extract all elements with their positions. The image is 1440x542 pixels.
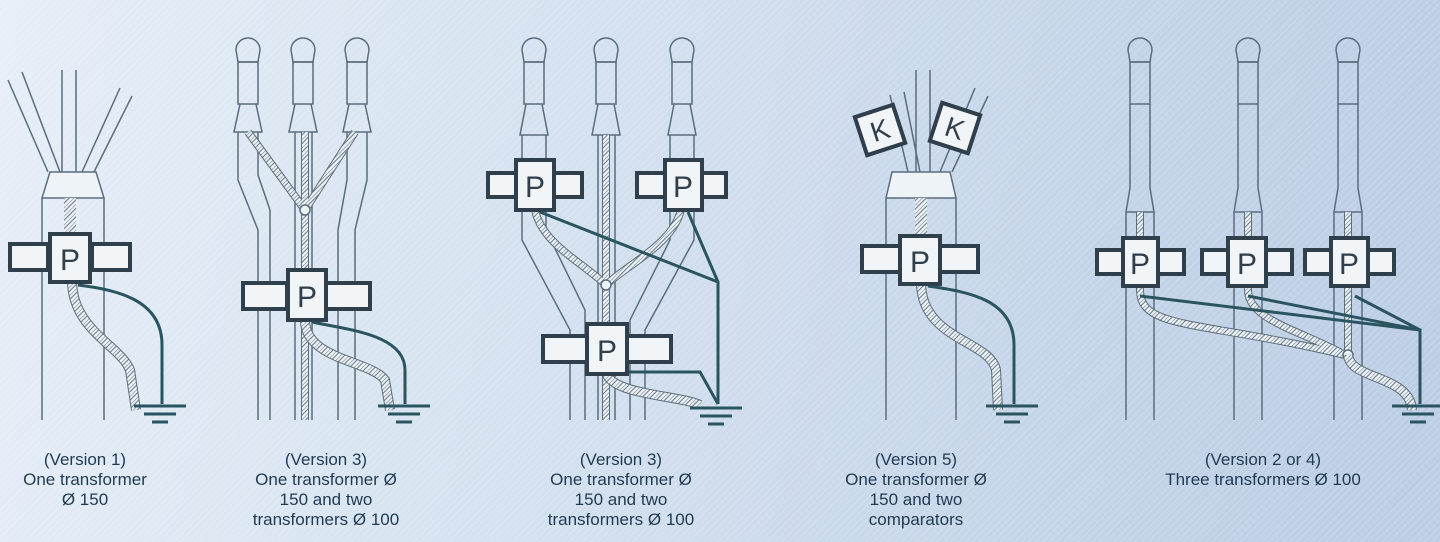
caption-line: transformers Ø 100 xyxy=(252,510,400,529)
caption-line: (Version 3) xyxy=(579,450,663,469)
transformer-label: P xyxy=(1339,248,1359,281)
earth-wire xyxy=(311,320,407,404)
caption-line: transformers Ø 100 xyxy=(547,510,695,529)
earth-wires xyxy=(1139,294,1422,404)
transformer-p xyxy=(241,268,372,322)
caption-line: comparators xyxy=(868,510,964,529)
trifurcation-glove xyxy=(40,171,106,199)
transformer-p-middle xyxy=(1200,236,1294,288)
core-right xyxy=(81,87,133,173)
shield-braid xyxy=(64,198,76,240)
ground-symbol xyxy=(690,406,742,426)
caption-variant-4: (Version 5) One transformer Ø 150 and tw… xyxy=(811,450,1021,530)
cable-body xyxy=(885,198,957,420)
shield-braid xyxy=(915,198,927,240)
caption-line: 150 and two xyxy=(574,490,668,509)
caption-line: 150 and two xyxy=(869,490,963,509)
core-mid xyxy=(61,70,77,172)
transformer-label: P xyxy=(60,244,80,277)
caption-variant-3: (Version 3) One transformer Ø 150 and tw… xyxy=(516,450,726,530)
caption-variant-2: (Version 3) One transformer Ø 150 and tw… xyxy=(221,450,431,530)
transformer-label: P xyxy=(910,246,930,279)
caption-line: One transformer Ø xyxy=(550,470,692,489)
terminal-lugs xyxy=(519,37,697,136)
caption-line: 150 and two xyxy=(279,490,373,509)
transformer-p-right xyxy=(635,158,728,212)
transformer-label: P xyxy=(297,281,317,314)
transformer-p-right xyxy=(1303,236,1396,288)
cable-body xyxy=(41,198,105,420)
variant-4-drawing xyxy=(852,70,1038,424)
terminal-lugs xyxy=(1125,37,1363,213)
transformer-p-left xyxy=(1095,236,1186,288)
ground-symbol xyxy=(134,404,186,424)
caption-line: One transformer Ø xyxy=(255,470,397,489)
caption-line: (Version 3) xyxy=(284,450,368,469)
variant-3-drawing xyxy=(486,37,742,426)
caption-line: (Version 5) xyxy=(874,450,958,469)
ground-symbol xyxy=(986,404,1038,424)
caption-line: One transformer Ø xyxy=(845,470,987,489)
ground-symbol xyxy=(1392,404,1440,424)
trifurcation-glove xyxy=(885,171,957,199)
transformer-label: P xyxy=(673,171,693,204)
variant-5-drawing xyxy=(1095,37,1440,424)
transformer-label: P xyxy=(1130,248,1150,281)
caption-line: (Version 1) xyxy=(43,450,127,469)
transformer-label: P xyxy=(1237,248,1257,281)
transformer-p xyxy=(8,232,132,284)
transformer-p xyxy=(860,234,980,286)
caption-variant-5: (Version 2 or 4) Three transformers Ø 10… xyxy=(1133,450,1393,490)
variant-2-drawing xyxy=(233,37,430,424)
comparator-k-right xyxy=(927,100,983,156)
ground-symbol xyxy=(378,404,430,424)
caption-line: Three transformers Ø 100 xyxy=(1165,470,1361,489)
variant-1-drawing xyxy=(7,70,186,424)
caption-variant-1: (Version 1) One transformer Ø 150 xyxy=(0,450,190,510)
earth-braid xyxy=(300,319,395,411)
earth-wire xyxy=(927,284,1016,404)
transformer-p-left xyxy=(486,158,584,212)
transformer-label: P xyxy=(597,335,617,368)
caption-line: One transformer xyxy=(23,470,147,489)
comparator-k-left xyxy=(852,102,908,158)
earth-wire xyxy=(77,283,164,404)
core-mid xyxy=(915,70,931,172)
caption-line: Ø 150 xyxy=(61,490,109,509)
transformer-label: P xyxy=(525,171,545,204)
transformer-p-bottom xyxy=(541,322,673,376)
terminal-lugs xyxy=(233,37,372,133)
earth-wires xyxy=(539,210,720,405)
core-left xyxy=(7,71,61,173)
caption-line: (Version 2 or 4) xyxy=(1204,450,1322,469)
